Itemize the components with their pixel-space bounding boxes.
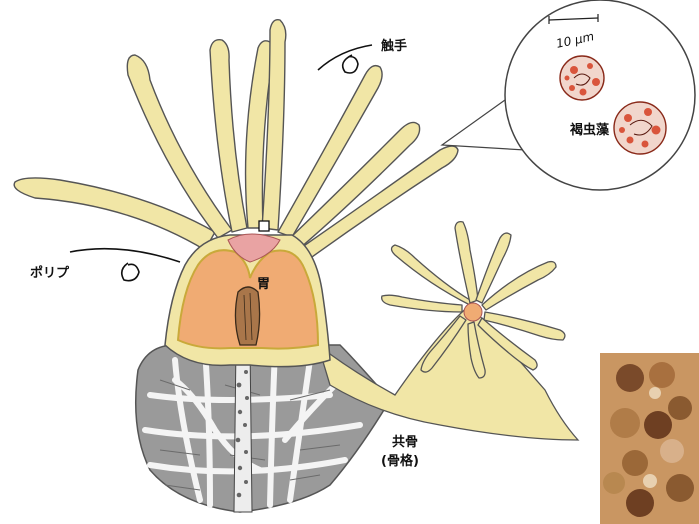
skeleton-label: (骨格) bbox=[381, 455, 419, 469]
tentacle-label: 触手 bbox=[381, 40, 407, 54]
polyp-label: ポリプ bbox=[30, 267, 69, 281]
coenosteum-label: 共骨 bbox=[392, 436, 418, 450]
main-polyp-tentacles bbox=[14, 20, 458, 262]
magnified-view bbox=[442, 0, 695, 190]
zooxanthellae-cell bbox=[560, 56, 604, 100]
zooxanthellae-cell bbox=[614, 102, 666, 154]
stomach-label: 胃 bbox=[257, 278, 270, 292]
zooxanthellae-photo bbox=[600, 353, 699, 524]
small-polyp bbox=[382, 222, 565, 378]
zooxanthellae-label: 褐虫藻 bbox=[570, 124, 609, 138]
polyp-pointer-line bbox=[70, 249, 180, 281]
tentacle-pointer-line bbox=[318, 45, 372, 73]
